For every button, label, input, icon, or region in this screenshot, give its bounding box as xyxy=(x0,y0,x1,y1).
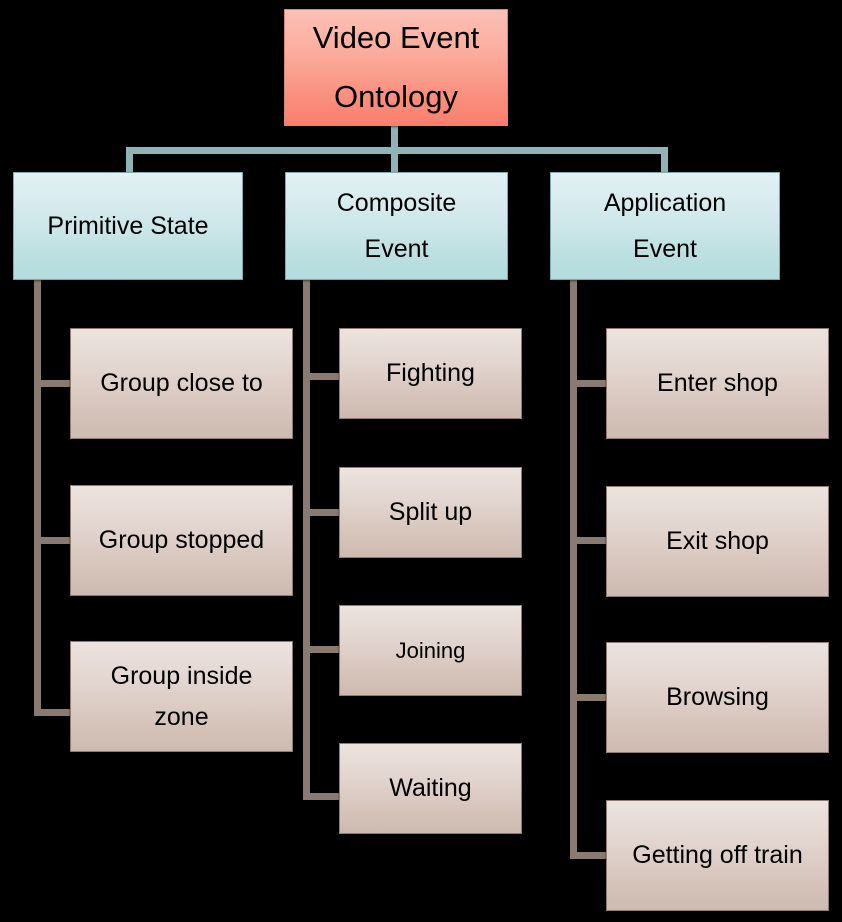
node-label-line1: Exit shop xyxy=(666,527,769,556)
node-browsing[interactable]: Browsing xyxy=(606,642,829,753)
node-label-line1: Split up xyxy=(388,498,473,527)
node-label-line2: zone xyxy=(154,702,209,731)
node-label-line1: Group stopped xyxy=(98,526,265,555)
connector-stub-exit-shop xyxy=(570,537,610,544)
node-enter-shop[interactable]: Enter shop xyxy=(606,328,829,439)
connector-drop-primitive-state xyxy=(126,147,133,175)
node-primitive-state[interactable]: Primitive State xyxy=(13,172,243,280)
node-label-line1: Composite xyxy=(336,188,457,217)
connector-stub-waiting xyxy=(303,793,343,800)
node-group-close-to[interactable]: Group close to xyxy=(70,328,293,439)
node-label-line1: Enter shop xyxy=(657,369,778,398)
connector-trunk-application-event xyxy=(570,279,577,859)
connector-stub-split-up xyxy=(303,509,343,516)
connector-stub-fighting xyxy=(303,373,343,380)
connector-drop-composite-event xyxy=(391,147,398,175)
node-label-line1: Primitive State xyxy=(47,211,209,240)
node-label-line2: Event xyxy=(633,235,697,263)
connector-stub-group-inside-zone xyxy=(34,709,74,716)
node-label-line1: Video Event xyxy=(312,19,480,55)
connector-stub-group-stopped xyxy=(34,537,74,544)
node-waiting[interactable]: Waiting xyxy=(339,743,522,834)
node-label-line1: Fighting xyxy=(386,359,475,388)
node-label-line1: Group inside xyxy=(110,662,253,691)
node-label-line1: Joining xyxy=(395,637,466,663)
node-label-line1: Waiting xyxy=(389,774,472,803)
node-split-up[interactable]: Split up xyxy=(339,467,522,558)
node-label-line1: Application xyxy=(603,188,727,217)
node-composite-event[interactable]: Composite Event xyxy=(285,172,508,280)
node-label-line1: Group close to xyxy=(100,369,263,398)
node-label-line2: Ontology xyxy=(333,78,459,114)
connector-trunk-composite-event xyxy=(303,279,310,800)
node-fighting[interactable]: Fighting xyxy=(339,328,522,419)
connector-root-stem xyxy=(391,125,398,153)
node-group-stopped[interactable]: Group stopped xyxy=(70,485,293,596)
node-exit-shop[interactable]: Exit shop xyxy=(606,486,829,597)
connector-stub-browsing xyxy=(570,694,610,701)
connector-stub-joining xyxy=(303,646,343,653)
connector-stub-getting-off-train xyxy=(570,852,610,859)
node-group-inside-zone[interactable]: Group inside zone xyxy=(70,641,293,752)
node-getting-off-train[interactable]: Getting off train xyxy=(606,800,829,911)
node-label-line1: Browsing xyxy=(666,683,769,712)
connector-trunk-primitive-state xyxy=(34,279,41,716)
connector-stub-group-close-to xyxy=(34,380,74,387)
node-application-event[interactable]: Application Event xyxy=(550,172,780,280)
node-label-line2: Event xyxy=(364,235,429,263)
node-label-line1: Getting off train xyxy=(632,841,803,870)
connector-stub-enter-shop xyxy=(570,380,610,387)
node-video-event-ontology[interactable]: Video Event Ontology xyxy=(284,9,508,126)
node-joining[interactable]: Joining xyxy=(339,605,522,696)
connector-drop-application-event xyxy=(661,147,668,175)
